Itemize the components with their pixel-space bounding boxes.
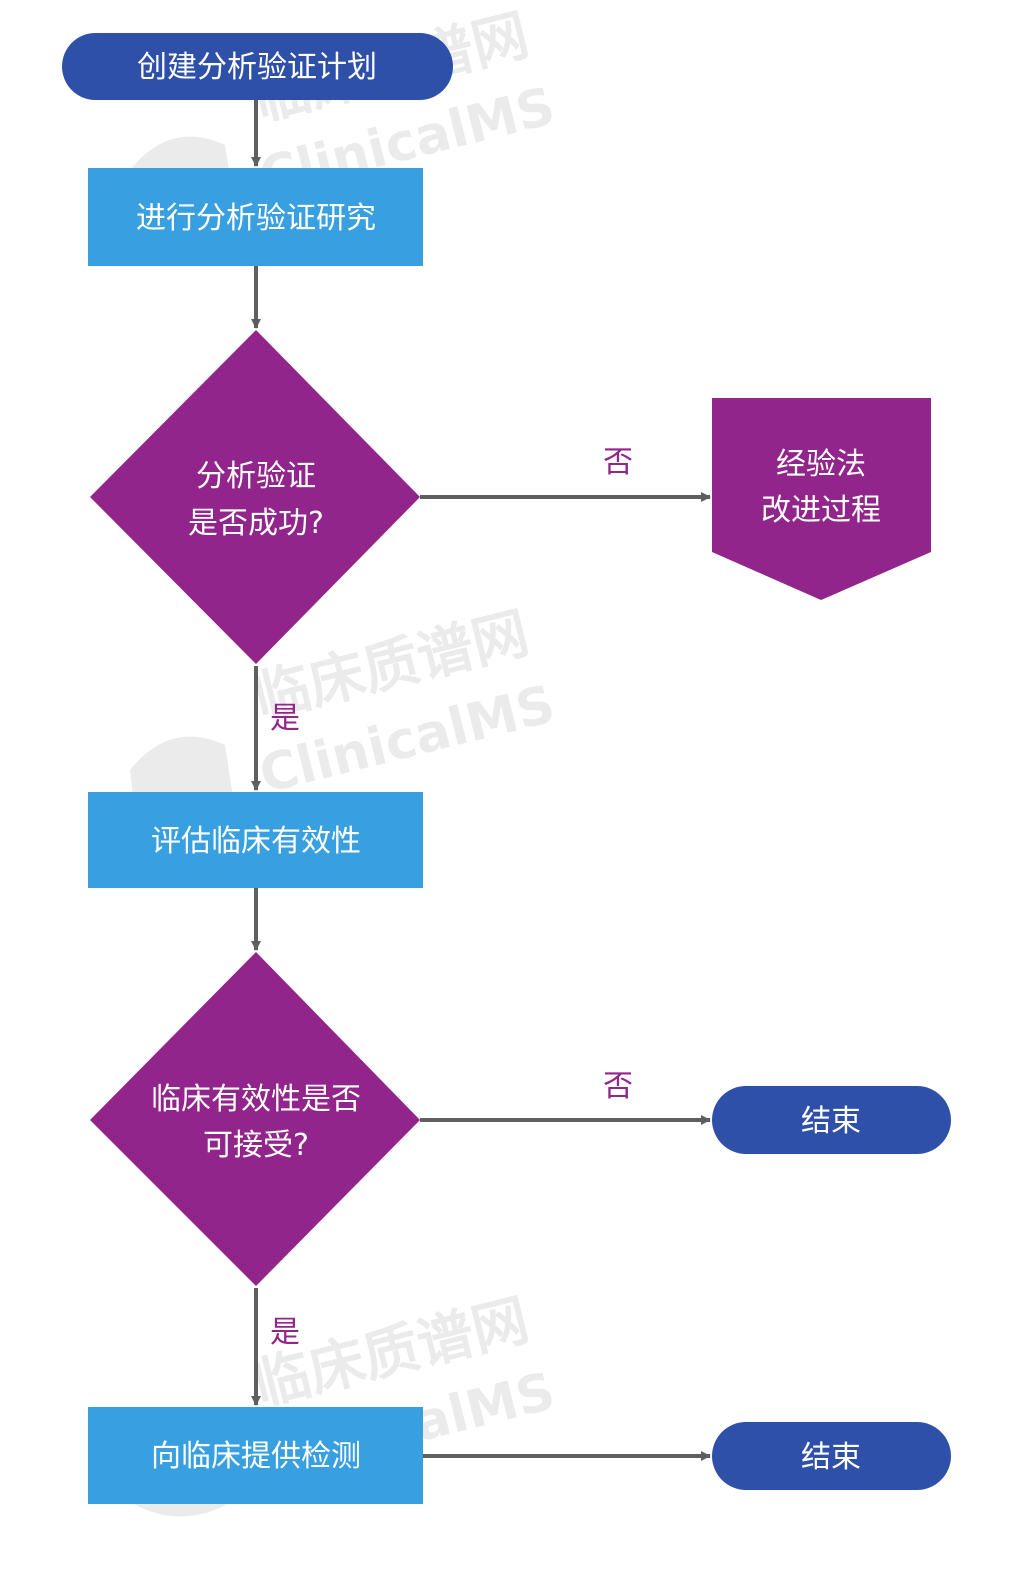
improve-line2: 改进过程 <box>761 493 881 528</box>
study-node-label: 进行分析验证研究 <box>136 201 376 236</box>
decision1-line1: 分析验证 <box>196 459 316 494</box>
improve-node-shape <box>712 398 931 600</box>
study-node: 进行分析验证研究 <box>88 168 423 266</box>
start-node-label: 创建分析验证计划 <box>137 50 377 85</box>
start-node-shape <box>62 33 453 100</box>
provide-node-shape <box>88 1407 423 1504</box>
decision1-node: 分析验证 是否成功? <box>90 330 420 664</box>
improve-line1: 经验法 <box>776 447 866 482</box>
improve-node: 经验法 改进过程 <box>712 398 931 600</box>
evaluate-node-label: 评估临床有效性 <box>151 824 361 859</box>
evaluate-node-shape <box>88 792 423 888</box>
end2-node: 结束 <box>712 1422 951 1490</box>
provide-node: 向临床提供检测 <box>88 1407 423 1504</box>
decision2-node-shape <box>90 952 420 1286</box>
provide-node-label: 向临床提供检测 <box>151 1439 361 1474</box>
decision1-line2: 是否成功? <box>188 506 324 541</box>
end2-node-shape <box>712 1422 951 1490</box>
edge-label-no-2: 否 <box>603 1069 633 1104</box>
edge-label-no-1: 否 <box>603 445 633 480</box>
decision2-line1: 临床有效性是否 <box>151 1082 361 1117</box>
edge-label-yes-1: 是 <box>270 701 300 736</box>
edge-label-yes-2: 是 <box>270 1315 300 1350</box>
start-node: 创建分析验证计划 <box>62 33 453 100</box>
decision2-node: 临床有效性是否 可接受? <box>90 952 420 1286</box>
end1-node-label: 结束 <box>801 1104 861 1139</box>
end1-node: 结束 <box>712 1086 951 1154</box>
end2-node-label: 结束 <box>801 1440 861 1475</box>
end1-node-shape <box>712 1086 951 1154</box>
decision1-node-shape <box>90 330 420 664</box>
edges <box>251 100 711 1461</box>
decision2-line2: 可接受? <box>203 1128 309 1163</box>
evaluate-node: 评估临床有效性 <box>88 792 423 888</box>
study-node-shape <box>88 168 423 266</box>
